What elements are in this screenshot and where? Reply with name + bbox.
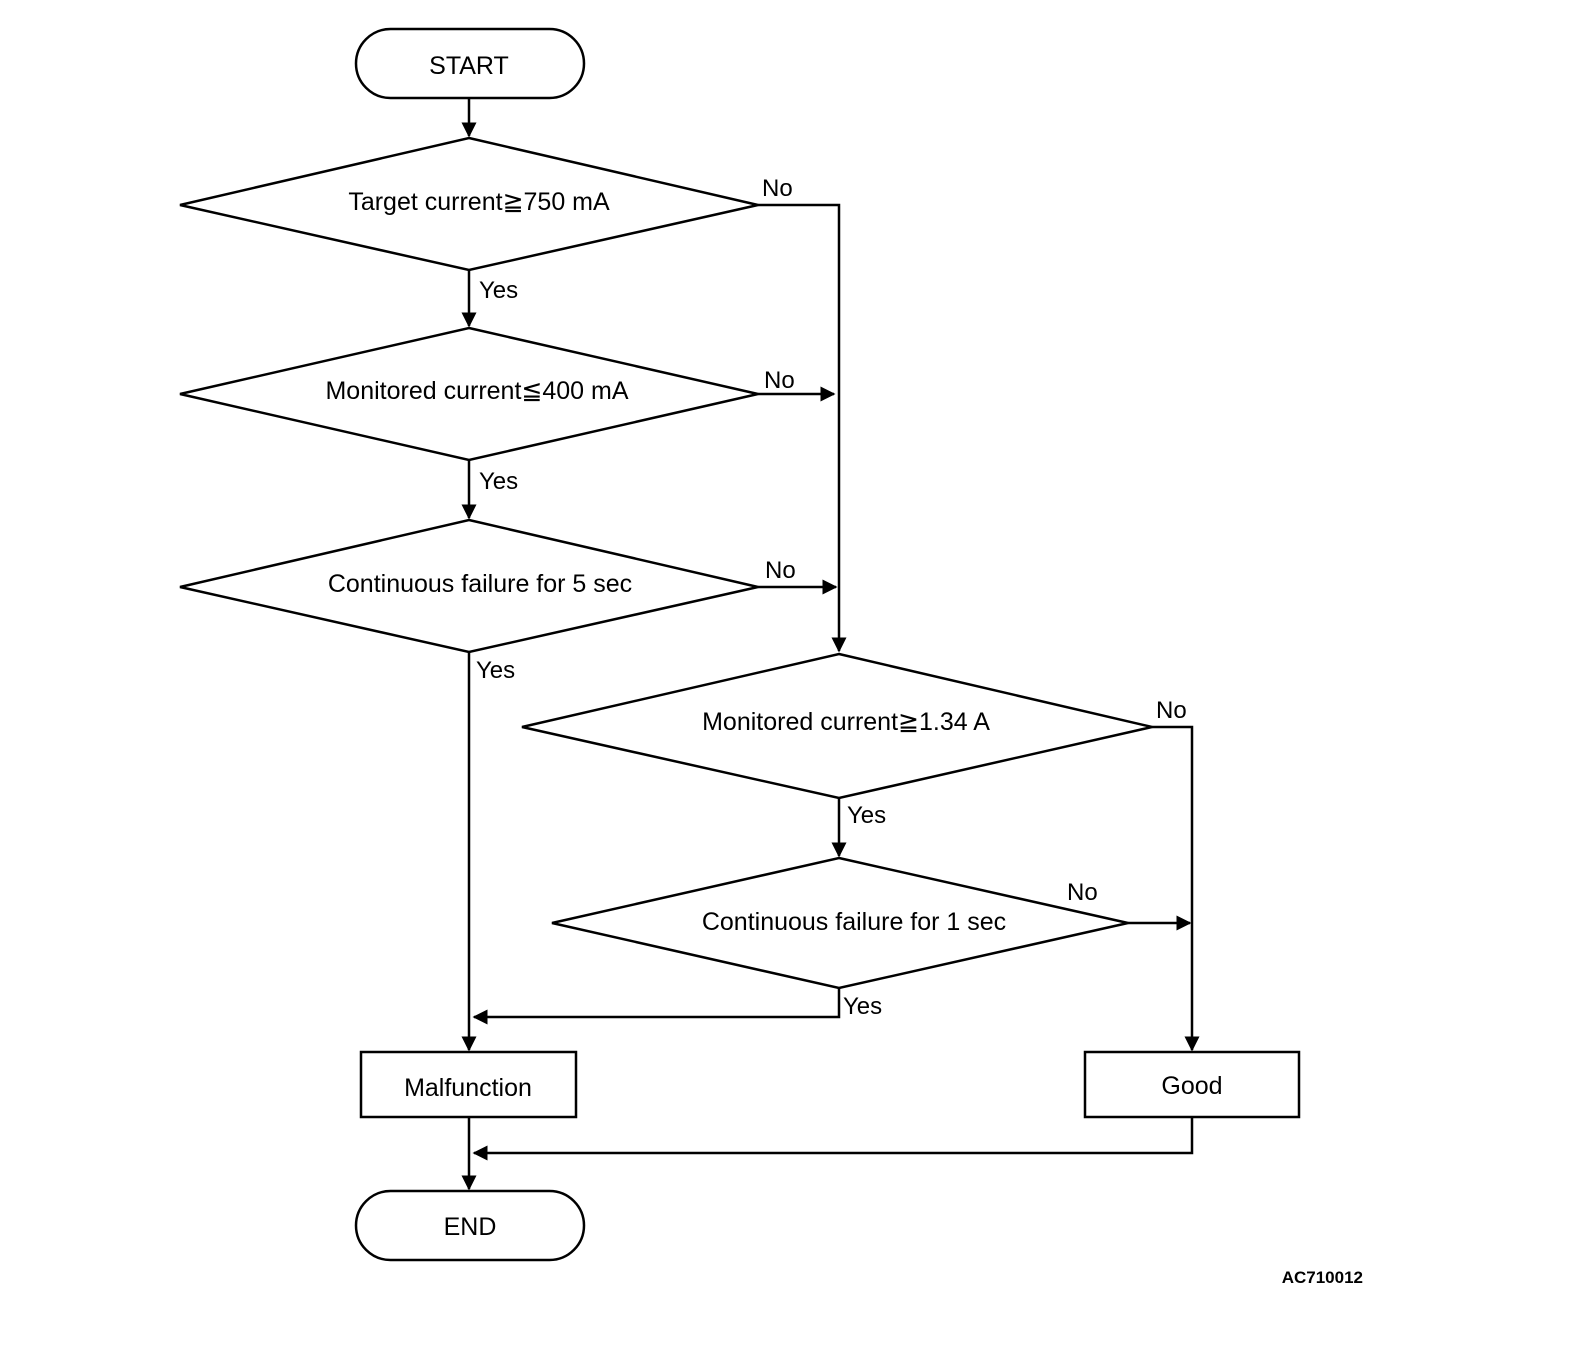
arrow-target-no (758, 203, 847, 653)
start-label: START (429, 52, 509, 80)
decision-continuous-1s-label: Continuous failure for 1 sec (702, 908, 1006, 936)
end-node: END (354, 1189, 586, 1262)
end-label: END (444, 1213, 497, 1241)
connectors (461, 98, 1200, 1191)
edge-label-yes-high: Yes (847, 802, 886, 829)
figure-code: AC710012 (1282, 1268, 1363, 1287)
edge-label-no-5s: No (765, 557, 796, 584)
edge-label-yes-5s: Yes (476, 657, 515, 684)
edge-label-no-high: No (1156, 697, 1187, 724)
arrow-high-no (1152, 725, 1200, 1052)
edge-label-no-low: No (764, 367, 795, 394)
good-label: Good (1161, 1072, 1222, 1100)
edge-label-no-target: No (762, 175, 793, 202)
arrow-1s-yes (472, 988, 841, 1025)
decision-monitored-high-label: Monitored current≧1.34 A (702, 708, 990, 736)
decision-continuous-5s: Continuous failure for 5 sec (179, 518, 759, 654)
edge-label-yes-1s: Yes (843, 993, 882, 1020)
edge-labels: No Yes No Yes No Yes No Yes No Yes (476, 175, 1187, 1020)
edge-label-no-1s: No (1067, 879, 1098, 906)
edge-label-yes-low: Yes (479, 468, 518, 495)
start-node: START (354, 27, 586, 100)
decision-target-current: Target current≧750 mA (179, 136, 759, 272)
good-node: Good (1083, 1050, 1301, 1119)
decision-continuous-1s: Continuous failure for 1 sec (551, 856, 1129, 990)
decision-target-current-label: Target current≧750 mA (348, 188, 610, 216)
malfunction-node: Malfunction (359, 1050, 578, 1119)
edge-label-yes-target: Yes (479, 277, 518, 304)
decision-monitored-high: Monitored current≧1.34 A (521, 652, 1153, 800)
malfunction-label: Malfunction (404, 1074, 532, 1102)
decision-monitored-low: Monitored current≦400 mA (179, 326, 759, 462)
decision-continuous-5s-label: Continuous failure for 5 sec (328, 570, 632, 598)
arrow-good-to-end (472, 1117, 1194, 1161)
decision-monitored-low-label: Monitored current≦400 mA (325, 377, 628, 405)
